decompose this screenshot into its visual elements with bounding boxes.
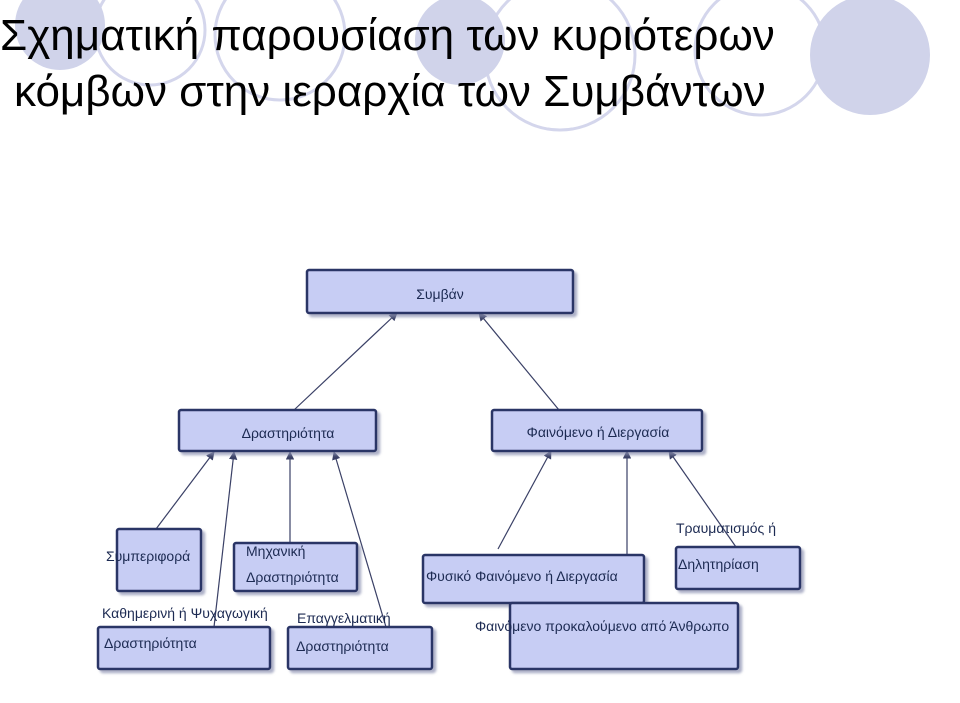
node-activity-label: Δραστηριότητα: [242, 425, 335, 441]
node-mechanical-label-2: Δραστηριότητα: [246, 569, 339, 585]
node-professional-label-1: Επαγγελματική: [297, 610, 391, 626]
decor-circle: [213, 0, 347, 102]
title-line-1: Σχηματική παρουσίαση των κυριότερων: [0, 11, 775, 60]
node-root-label: Συμβάν: [416, 286, 464, 302]
edge-daily-to-activity: [213, 451, 238, 628]
hierarchy-svg: Συμβάν Δραστηριότητα Φαινόμενο ή Διεργασ…: [96, 268, 802, 671]
edge-activity-to-root: [293, 312, 398, 411]
node-daily-label-1: Καθημερινή ή Ψυχαγωγική: [102, 605, 268, 621]
edge-phenomenon-to-root: [478, 312, 560, 411]
node-daily-label-2: Δραστηριότητα: [104, 635, 197, 651]
node-professional-box: [286, 625, 434, 671]
node-injury-label-1: Τραυματισμός ή: [676, 520, 776, 536]
title-line-2: κόμβων στην ιεραρχία των Συμβάντων: [14, 67, 766, 116]
decor-circle: [810, 0, 930, 115]
edge-behavior-to-activity: [155, 451, 215, 530]
edge-injury-to-phenomenon: [668, 450, 737, 548]
edge-natural-to-phenomenon: [497, 450, 552, 550]
node-injury-label-2: Δηλητηρίαση: [678, 556, 759, 572]
node-natural-label: Φυσικό Φαινόμενο ή Διεργασία: [426, 568, 618, 584]
node-daily-box: [96, 625, 272, 671]
node-behavior-box: [115, 527, 203, 593]
node-phenomenon-label: Φαινόμενο ή Διεργασία: [527, 424, 670, 440]
node-human-box: [508, 601, 740, 671]
node-human-label: Φαινόμενο προκαλούμενο από Άνθρωπο: [475, 618, 729, 634]
node-mechanical-box: [232, 541, 359, 593]
slide-title: Σχηματική παρουσίαση των κυριότερων κόμβ…: [0, 8, 960, 120]
node-behavior-label: Συμπεριφορά: [106, 548, 190, 564]
decor-circle: [415, 0, 505, 85]
event-hierarchy-diagram: Συμβάν Δραστηριότητα Φαινόμενο ή Διεργασ…: [64, 157, 960, 703]
node-mechanical-label-1: Μηχανική: [246, 543, 305, 559]
node-activity-box: [177, 408, 378, 453]
node-root-box: [305, 268, 575, 315]
decor-circle: [15, 0, 105, 70]
node-phenomenon-box: [490, 408, 704, 453]
node-injury-box: [674, 545, 802, 591]
edge-professional-to-activity: [332, 451, 387, 628]
node-professional-label-2: Δραστηριότητα: [296, 638, 389, 654]
